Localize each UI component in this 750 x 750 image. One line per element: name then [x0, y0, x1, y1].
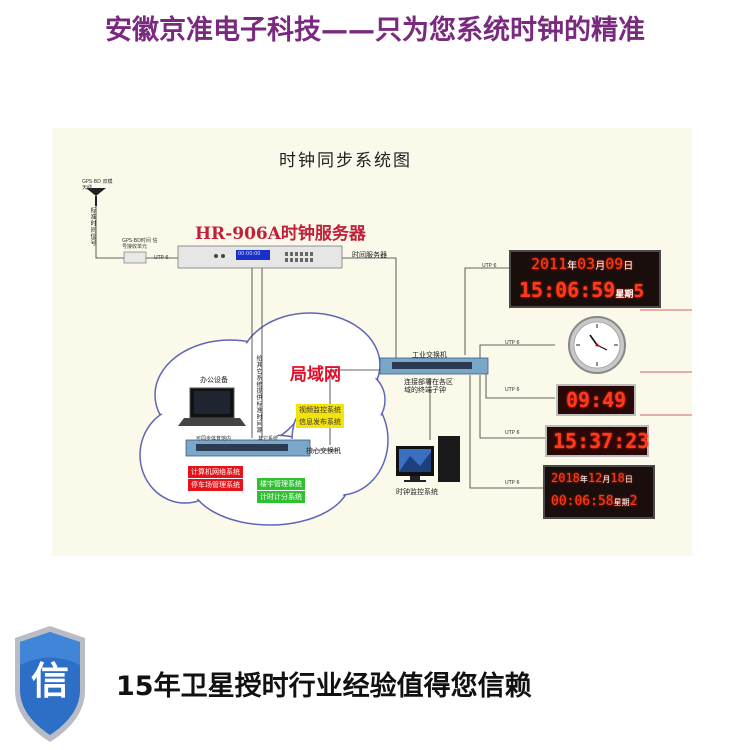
clock1-week: 星期: [615, 290, 634, 300]
core-switch-icon: [185, 439, 311, 457]
system-video: 视频监控系统: [296, 404, 344, 416]
clock1-m: 月: [595, 261, 606, 272]
led-clock-medium: 15:37:23: [545, 425, 649, 457]
gps-receiver-icon: [123, 251, 147, 264]
industrial-switch-icon: [379, 357, 489, 375]
core-switch-label: 核心交换机: [306, 447, 341, 455]
gps-antenna-icon: [86, 188, 106, 206]
analog-clock-icon: [568, 316, 626, 374]
clock1-wd: 5: [633, 281, 645, 302]
led-clock-small: 09:49: [556, 384, 636, 416]
clock4-time: 15:37:23: [553, 429, 650, 453]
system-timing: 计时计分系统: [257, 491, 305, 503]
diagram-title: 时钟同步系统图: [279, 151, 412, 171]
clock1-year: 2011: [531, 255, 568, 273]
office-label: 办公设备: [200, 376, 228, 384]
footer-slogan: 15年卫星授时行业经验值得您信赖: [116, 671, 532, 702]
network-lines: [95, 200, 555, 489]
utp-label-3: UTP 6: [505, 387, 520, 393]
laptop-icon: [178, 387, 246, 426]
clock5-month: 12: [587, 471, 603, 485]
trust-shield-icon: [15, 626, 85, 742]
trust-badge-char: 信: [31, 659, 70, 703]
other-label: 其它系统: [258, 436, 279, 442]
utp-label-4: UTP 6: [505, 430, 520, 436]
system-info: 信息发布系统: [296, 416, 344, 428]
clock5-wd: 2: [629, 494, 638, 509]
clock5-year: 2018: [551, 471, 580, 485]
banner-title: 安徽京准电子科技——只为您系统时钟的精准: [105, 15, 645, 46]
other-systems-label: 给其它系统提供标准时间源: [255, 355, 262, 433]
clock1-time: 15:06:59: [519, 278, 616, 302]
clock1-day: 09: [605, 255, 624, 273]
clock1-y: 年: [567, 261, 578, 272]
clock5-y: 年: [579, 475, 588, 484]
utp-label-2: UTP 6: [505, 340, 520, 346]
gps-unit-label: GPS·BD时间 信号接收单元: [122, 238, 158, 250]
time-server-label: 时间服务器: [352, 251, 387, 259]
sync-label: 可同步体育馆内: [196, 436, 232, 442]
monitor-label: 时钟监控系统: [396, 488, 438, 496]
lan-label: 局域网: [290, 365, 341, 385]
server-icon: [177, 245, 343, 269]
clock5-m: 月: [602, 475, 611, 484]
led-calendar-clock-2: 2018年12月18日 00:06:58星期2: [543, 465, 655, 519]
clock5-week: 星期: [613, 498, 630, 507]
switch-caption: 连接部署在各区域的终端子钟: [404, 378, 453, 394]
monitor-pc-icon: [396, 436, 460, 482]
system-parking: 停车场管理系统: [188, 479, 243, 491]
system-computer: 计算机网络系统: [188, 466, 243, 478]
industrial-switch-label: 工业交换机: [412, 351, 447, 359]
gps-signal-label: 标准时间信号: [89, 207, 96, 246]
clock5-day: 18: [610, 471, 625, 485]
gps-antenna-label: GPS·BD 双模天线: [82, 179, 113, 191]
clock1-month: 03: [577, 255, 596, 273]
server-display: 00:00:00: [238, 251, 261, 257]
utp-label-server: UTP 6: [154, 255, 169, 261]
utp-label-1: UTP 6: [482, 263, 497, 269]
system-building: 楼宇管理系统: [257, 478, 305, 490]
clock3-time: 09:49: [566, 388, 627, 412]
led-calendar-clock-1: 2011年03月09日 15:06:59星期5: [509, 250, 661, 308]
clock5-d: 日: [624, 475, 633, 484]
server-title: HR-906A时钟服务器: [195, 224, 366, 244]
clock5-time: 00:06:58: [551, 494, 614, 509]
clock1-d: 日: [623, 261, 634, 272]
utp-label-5: UTP 6: [505, 480, 520, 486]
